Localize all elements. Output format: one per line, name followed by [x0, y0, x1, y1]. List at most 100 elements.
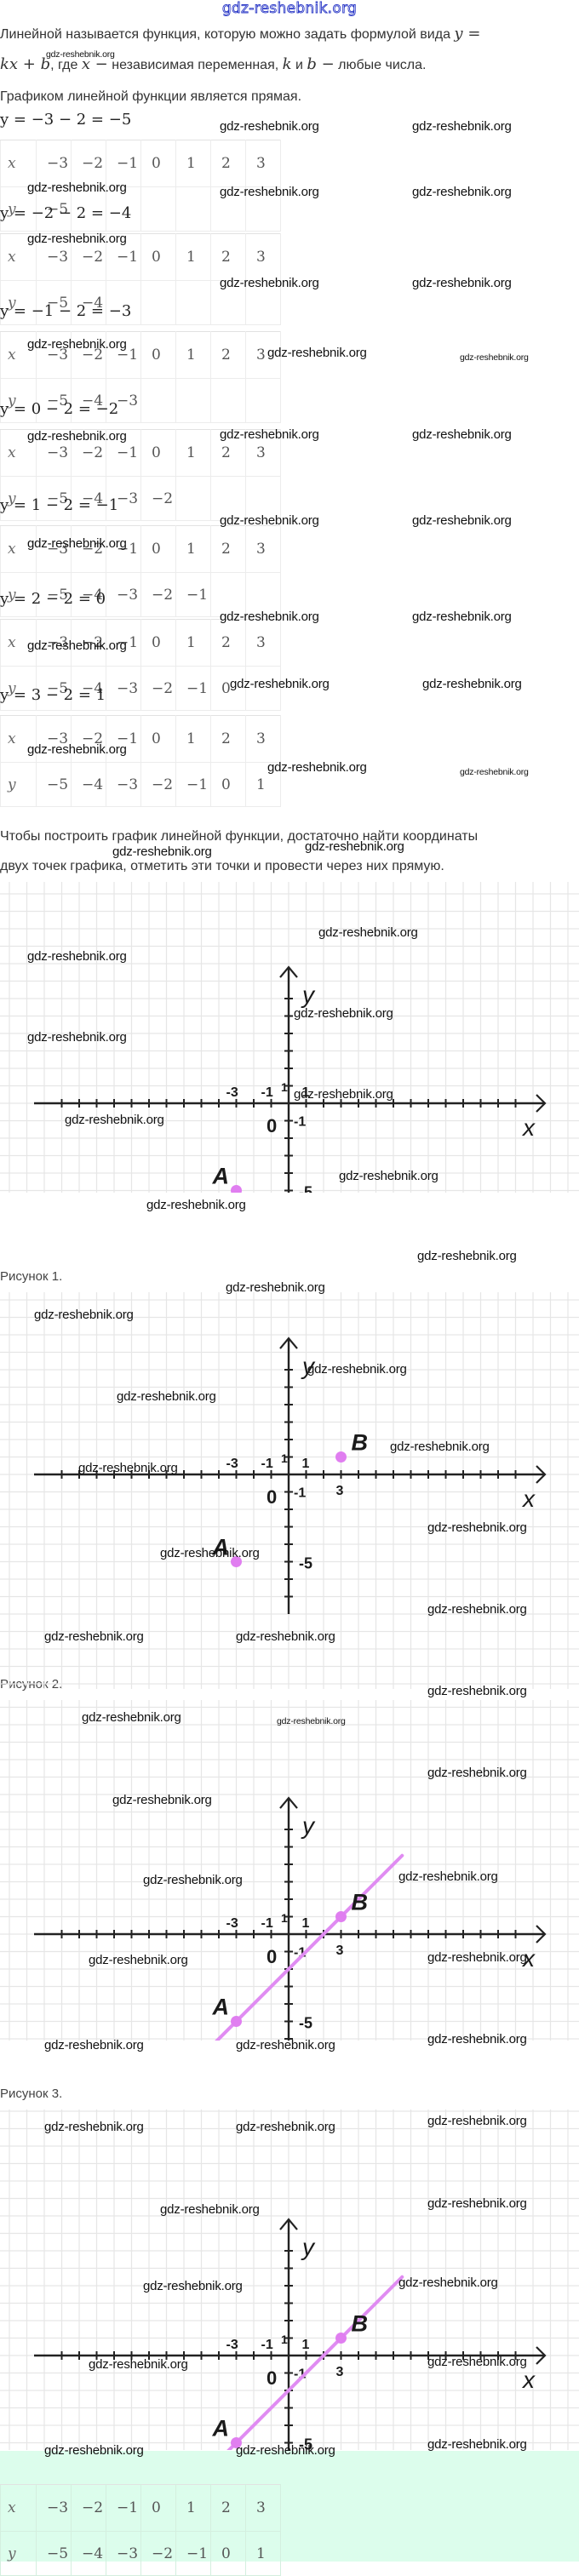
answer-table: x −3 −2 −1 0 1 2 3 y −5 −4 −3 −2 −1 0 1	[0, 2484, 281, 2576]
watermark-text[interactable]: gdz-reshebnik.org	[89, 2357, 188, 2372]
watermark-text[interactable]: gdz-reshebnik.org	[89, 1953, 188, 1967]
watermark-text[interactable]: gdz-reshebnik.org	[427, 2355, 527, 2369]
watermark-text[interactable]: gdz-reshebnik.org	[112, 1793, 212, 1807]
watermark-text[interactable]: gdz-reshebnik.org	[27, 337, 127, 352]
watermark-text[interactable]: gdz-reshebnik.org	[427, 1766, 527, 1780]
watermark-text[interactable]: gdz-reshebnik.org	[27, 949, 127, 964]
watermark-text[interactable]: gdz-reshebnik.org	[427, 1684, 527, 1698]
watermark-text[interactable]: gdz-reshebnik.org	[46, 49, 115, 60]
watermark-text[interactable]: gdz-reshebnik.org	[65, 1113, 164, 1127]
cell: −1	[106, 140, 141, 187]
y-axis-label: y	[301, 1812, 316, 1839]
watermark-text[interactable]: gdz-reshebnik.org	[44, 1629, 144, 1644]
watermark-text[interactable]: gdz-reshebnik.org	[27, 232, 127, 246]
tick-label-1-x: 1	[302, 1916, 310, 1931]
watermark-text[interactable]: gdz-reshebnik.org	[417, 1249, 517, 1263]
watermark-text[interactable]: gdz-reshebnik.org	[27, 180, 127, 195]
watermark-text[interactable]: gdz-reshebnik.org	[44, 2038, 144, 2052]
cell: 0	[210, 666, 246, 711]
watermark-text[interactable]: gdz-reshebnik.org	[339, 1169, 439, 1183]
watermark-text[interactable]: gdz-reshebnik.org	[236, 2443, 335, 2458]
watermark-text[interactable]: gdz-reshebnik.org	[267, 760, 367, 775]
watermark-text[interactable]: gdz-reshebnik.org	[27, 536, 127, 551]
watermark-text[interactable]: gdz-reshebnik.org	[427, 2032, 527, 2046]
watermark-text[interactable]: gdz-reshebnik.org	[236, 1629, 335, 1644]
watermark-text[interactable]: gdz-reshebnik.org	[427, 1602, 527, 1617]
watermark-text[interactable]: gdz-reshebnik.org	[27, 742, 127, 757]
step-equation: y = −2 − 2 = −4	[0, 204, 132, 222]
watermark-text[interactable]: gdz-reshebnik.org	[27, 1030, 127, 1045]
watermark-text[interactable]: gdz-reshebnik.org	[412, 427, 512, 442]
watermark-text[interactable]: gdz-reshebnik.org	[460, 767, 529, 777]
point-label-b: B	[352, 1890, 369, 1915]
watermark-text[interactable]: gdz-reshebnik.org	[427, 2114, 527, 2128]
watermark-text[interactable]: gdz-reshebnik.org	[294, 1087, 393, 1102]
tick-label-1-y: 1	[281, 2333, 288, 2346]
var-b: b −	[307, 55, 335, 73]
cell: 1	[245, 2531, 281, 2576]
watermark-text[interactable]: gdz-reshebnik.org	[44, 2120, 144, 2134]
watermark-text[interactable]: gdz-reshebnik.org	[226, 1280, 325, 1295]
watermark-text[interactable]: gdz-reshebnik.org	[398, 2275, 498, 2290]
watermark-text[interactable]: gdz-reshebnik.org	[236, 2120, 335, 2134]
watermark-text[interactable]: gdz-reshebnik.org	[412, 119, 512, 134]
watermark-text[interactable]: gdz-reshebnik.org	[44, 2443, 144, 2458]
watermark-text[interactable]: gdz-reshebnik.org	[412, 610, 512, 624]
watermark-text[interactable]: gdz-reshebnik.org	[412, 185, 512, 199]
watermark-text[interactable]: gdz-reshebnik.org	[412, 513, 512, 528]
grid	[0, 1292, 579, 1689]
watermark-text[interactable]: gdz-reshebnik.org	[390, 1440, 490, 1454]
watermark-text[interactable]: gdz-reshebnik.org	[230, 677, 330, 691]
watermark-text[interactable]: gdz-reshebnik.org	[220, 427, 319, 442]
watermark-text[interactable]: gdz-reshebnik.org	[27, 429, 127, 444]
watermark-text[interactable]: gdz-reshebnik.org	[460, 352, 529, 363]
watermark-text[interactable]: gdz-reshebnik.org	[220, 119, 319, 134]
grid	[0, 2109, 579, 2450]
watermark-text[interactable]: gdz-reshebnik.org	[427, 1520, 527, 1535]
tick-label-3: 3	[336, 1484, 344, 1498]
row-label-y: y	[0, 476, 37, 521]
watermark-text[interactable]: gdz-reshebnik.org	[236, 2038, 335, 2052]
watermark-text[interactable]: gdz-reshebnik.org	[267, 346, 367, 360]
watermark-text[interactable]: gdz-reshebnik.org	[220, 513, 319, 528]
site-logo[interactable]: gdz-reshebnik.org	[221, 0, 358, 17]
watermark-text[interactable]: gdz-reshebnik.org	[27, 638, 127, 653]
watermark-text[interactable]: gdz-reshebnik.org	[427, 2437, 527, 2452]
watermark-text[interactable]: gdz-reshebnik.org	[78, 1461, 178, 1475]
watermark-text[interactable]: gdz-reshebnik.org	[34, 1308, 134, 1322]
watermark-text[interactable]: gdz-reshebnik.org	[294, 1006, 393, 1021]
watermark-text[interactable]: gdz-reshebnik.org	[220, 185, 319, 199]
watermark-text[interactable]: gdz-reshebnik.org	[412, 276, 512, 290]
watermark-text[interactable]: gdz-reshebnik.org	[143, 2279, 243, 2293]
watermark-text[interactable]: gdz-reshebnik.org	[143, 1873, 243, 1887]
tick-label-1-y: 1	[281, 1451, 288, 1465]
cell: 0	[140, 2484, 176, 2532]
step-equation: y = −3 − 2 = −5	[0, 111, 132, 129]
watermark-text[interactable]: gdz-reshebnik.org	[146, 1198, 246, 1212]
watermark-text[interactable]: gdz-reshebnik.org	[398, 1869, 498, 1884]
tick-label-neg3: -3	[226, 1085, 238, 1100]
watermark-text[interactable]: gdz-reshebnik.org	[160, 1546, 260, 1560]
watermark-text[interactable]: gdz-reshebnik.org	[427, 1950, 527, 1965]
instruction-line-1: Чтобы построить график линейной функции,…	[0, 829, 479, 844]
watermark-text[interactable]: gdz-reshebnik.org	[422, 677, 522, 691]
watermark-text[interactable]: gdz-reshebnik.org	[117, 1389, 216, 1404]
cell: 3	[245, 331, 281, 379]
watermark-text[interactable]: gdz-reshebnik.org	[82, 1710, 181, 1725]
watermark-text[interactable]: gdz-reshebnik.org	[220, 610, 319, 624]
answer-row-y: y −5 −4 −3 −2 −1 0 1	[0, 2531, 281, 2576]
watermark-text[interactable]: gdz-reshebnik.org	[277, 1716, 346, 1726]
cell: 2	[210, 525, 246, 573]
watermark-text[interactable]: gdz-reshebnik.org	[305, 839, 404, 854]
cell: 0	[140, 233, 176, 281]
watermark-text[interactable]: gdz-reshebnik.org	[160, 2202, 260, 2217]
watermark-text[interactable]: gdz-reshebnik.org	[427, 2196, 527, 2211]
watermark-text[interactable]: gdz-reshebnik.org	[112, 844, 212, 859]
cell: 3	[245, 233, 281, 281]
watermark-text[interactable]: gdz-reshebnik.org	[307, 1362, 407, 1377]
step-equation: y = 1 − 2 = −1	[0, 496, 119, 514]
watermark-text[interactable]: gdz-reshebnik.org	[318, 925, 418, 940]
watermark-text[interactable]: gdz-reshebnik.org	[220, 276, 319, 290]
